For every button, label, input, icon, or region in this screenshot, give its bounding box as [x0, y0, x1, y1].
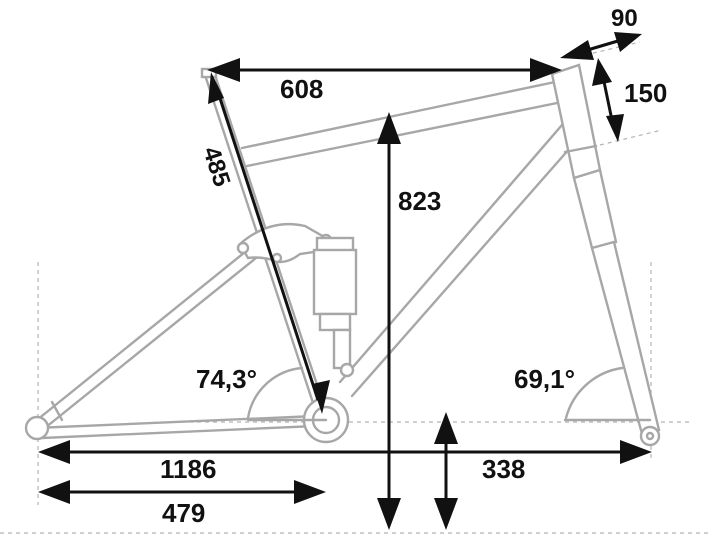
head-angle-arc	[564, 366, 624, 420]
arrow-head	[606, 114, 624, 142]
seat-stay-inner	[38, 256, 258, 434]
top-tube-lower	[245, 100, 564, 168]
bike-frame	[24, 63, 661, 447]
fork-crown	[572, 168, 618, 250]
shock-lower-eye	[339, 362, 355, 378]
chain-stay	[33, 414, 318, 430]
shock-shaft	[332, 328, 352, 370]
dimension-lines	[38, 32, 652, 530]
head-tube-band	[563, 144, 598, 154]
fork-leg	[590, 240, 661, 436]
seat-angle-arc	[246, 366, 304, 420]
arrow-head	[434, 412, 458, 444]
arrow-head	[614, 32, 642, 52]
stem-length-label: 90	[611, 5, 638, 32]
arrow-head	[38, 480, 70, 504]
angle-arcs	[246, 366, 652, 422]
head-tube-label: 150	[624, 78, 667, 108]
chainstay-label: 479	[162, 498, 205, 528]
seat-stay	[30, 246, 252, 426]
shock-body	[312, 248, 358, 316]
arrow-head	[560, 40, 594, 60]
arrow-head	[377, 112, 401, 144]
wheelbase-label: 1186	[160, 454, 216, 484]
down-tube	[338, 123, 564, 384]
top-tube	[240, 80, 557, 150]
front-axle	[645, 431, 655, 441]
arrow-head	[434, 498, 458, 530]
reach-label: 608	[280, 74, 323, 104]
rocker-link	[238, 222, 330, 264]
head-angle-label: 69,1°	[514, 364, 575, 394]
shock-collar	[318, 312, 352, 332]
dimension-labels: 608 90 150 485 823 1186 479 338 74,3° 69…	[160, 5, 667, 528]
guide-stem-top	[584, 41, 641, 56]
arrow-head	[38, 440, 70, 464]
guide-headtube-bottom	[599, 129, 663, 146]
arrow-head	[312, 380, 330, 414]
arrow-head	[592, 58, 612, 86]
arrow-head	[377, 498, 401, 530]
seat-angle-label: 74,3°	[196, 364, 257, 394]
rear-dropout	[24, 415, 50, 441]
arrow-head	[294, 480, 326, 504]
guide-lines	[0, 41, 712, 534]
chain-stay-lower	[40, 424, 318, 440]
bb-drop-label: 338	[482, 454, 525, 484]
stack-label: 823	[398, 186, 441, 216]
arrow-head	[207, 58, 240, 82]
arrow-head	[208, 72, 224, 104]
seat-tube-dimension-line	[214, 85, 320, 401]
arrow-head	[530, 58, 562, 82]
arrow-head	[620, 440, 652, 464]
chain-stay-brace	[50, 400, 64, 422]
down-tube-lower	[350, 146, 572, 398]
rocker-pivot-left	[236, 241, 250, 255]
